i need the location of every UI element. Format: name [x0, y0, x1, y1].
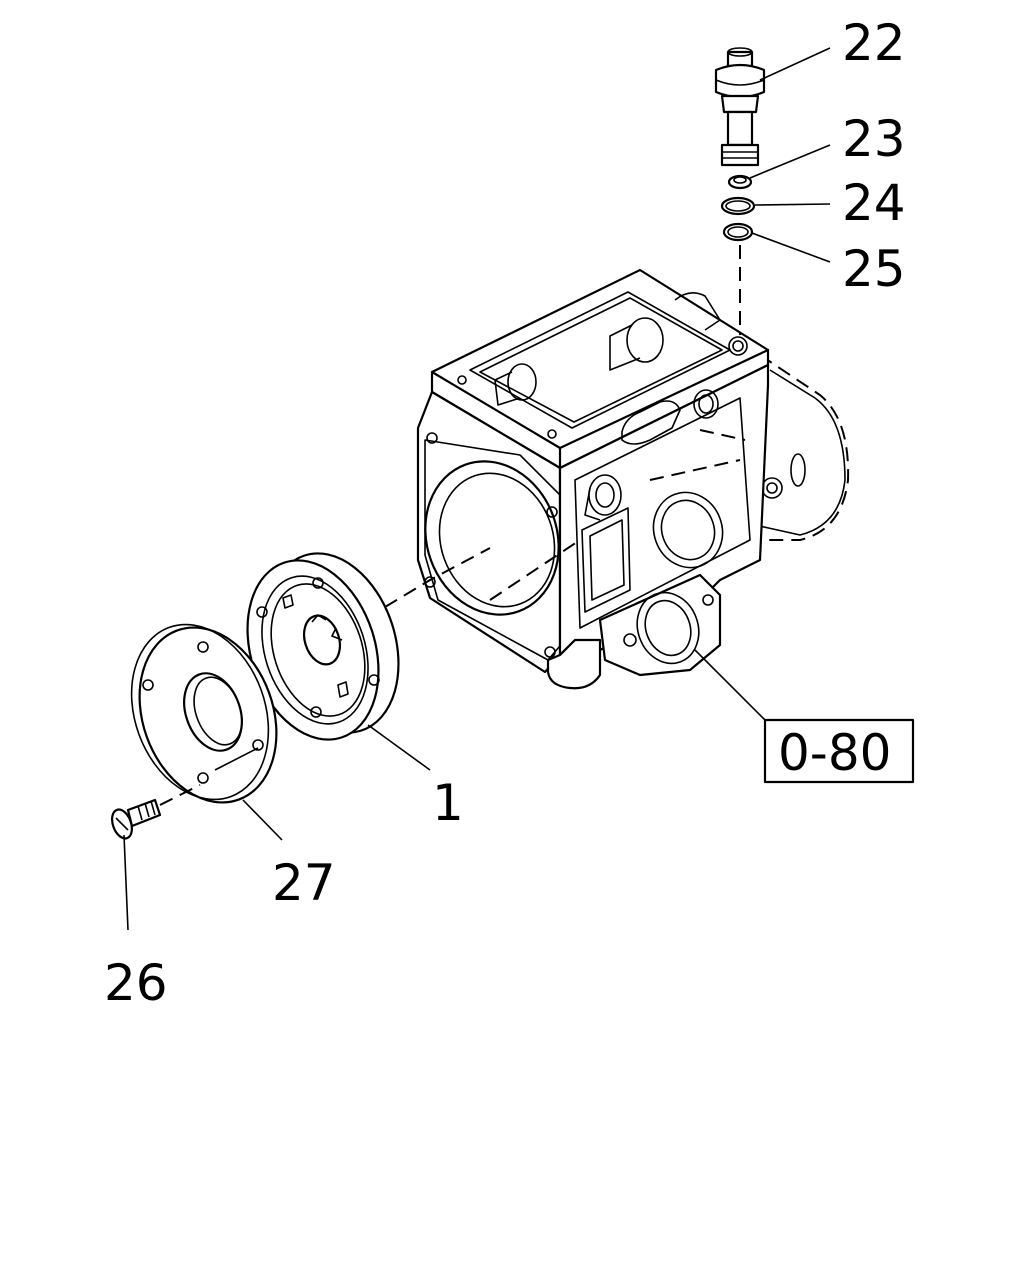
part-22-relief-valve	[714, 47, 766, 167]
callout-24: 24	[842, 174, 906, 232]
part-26-screw	[111, 798, 162, 840]
part-24-o-ring	[720, 196, 756, 216]
callout-25: 25	[842, 240, 906, 298]
reference-box: 0-80	[763, 718, 915, 784]
callout-22: 22	[842, 14, 906, 72]
part-1-pump-cover	[246, 552, 400, 741]
cover-assembly-axis	[384, 547, 491, 608]
callout-27: 27	[272, 854, 336, 912]
pump-housing	[416, 268, 850, 690]
reference-label: 0-80	[778, 724, 891, 782]
callout-26: 26	[104, 954, 168, 1012]
part-23-snap-ring	[727, 174, 753, 190]
part-25-o-ring	[722, 222, 754, 242]
part-27-plate	[130, 623, 278, 804]
leader-lines	[123, 47, 831, 931]
callout-23: 23	[842, 110, 906, 168]
callout-1: 1	[432, 774, 464, 832]
screw-assembly-axis	[159, 784, 201, 806]
